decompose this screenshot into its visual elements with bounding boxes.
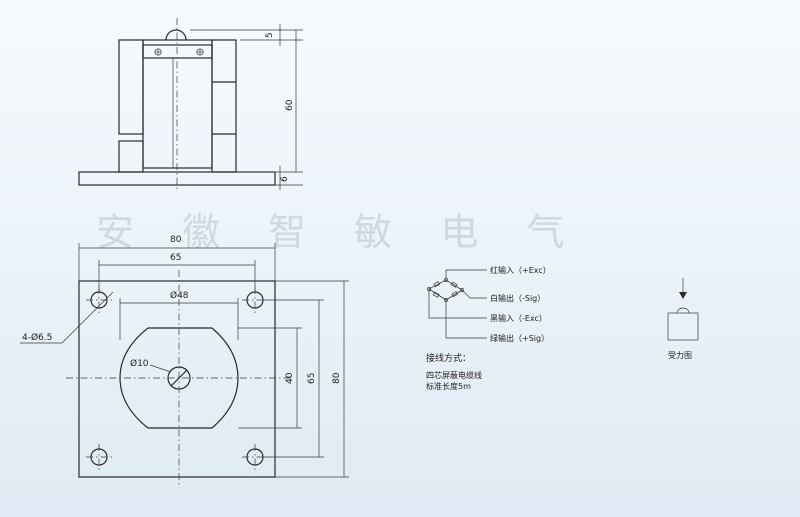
wiring-diagram: 红输入（+Exc） 白输出（-Sig） 黑输入（-Exc） 绿输出（+Sig） …: [426, 265, 551, 391]
wiring-note-cable: 四芯屏蔽电缆线: [426, 370, 482, 380]
side-view: 5 60 6: [78, 18, 303, 192]
dim-mounting-holes: 4-Ø6.5: [22, 332, 52, 343]
dim-top-gap: 5: [265, 32, 275, 38]
wire-label-white-output: 白输出（-Sig）: [490, 293, 545, 303]
dim-height-80: 80: [332, 372, 342, 384]
dim-diameter-10: Ø10: [130, 358, 149, 369]
wire-label-red-input: 红输入（+Exc）: [490, 265, 551, 275]
dim-height-40: 40: [285, 372, 295, 384]
force-diagram-label: 受力图: [668, 350, 692, 360]
dim-base-thickness: 6: [280, 176, 290, 182]
dim-overall-width: 80: [170, 235, 182, 245]
dim-height-65: 65: [307, 373, 317, 384]
wiring-note-length: 标准长度5m: [426, 381, 471, 391]
force-diagram: 受力图: [667, 278, 699, 360]
dim-hole-spacing: 65: [170, 253, 181, 263]
wire-label-black-input: 黑输入（-Exc）: [490, 313, 547, 323]
dim-side-height: 60: [285, 99, 295, 111]
company-watermark: 安 徽 智 敏 电 气: [96, 210, 582, 254]
dim-diameter-48: Ø48: [170, 290, 189, 301]
top-view: 80 65 Ø48 Ø10 4-Ø6.5 40 65 80: [20, 235, 349, 488]
wire-label-green-output: 绿输出（+Sig）: [490, 333, 549, 343]
wiring-title: 接线方式：: [426, 352, 471, 364]
